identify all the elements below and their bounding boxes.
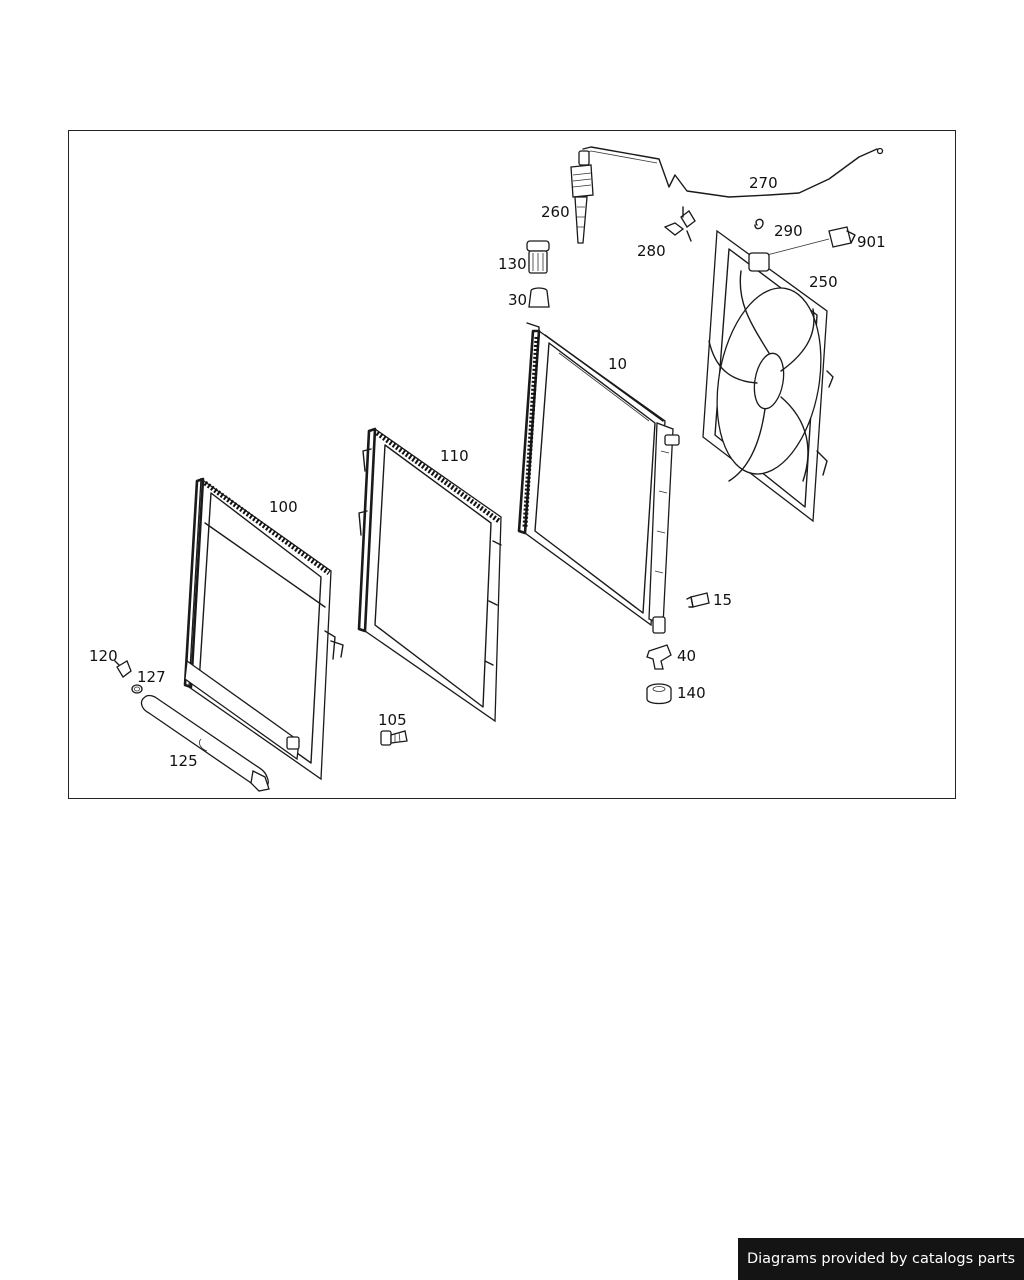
callout-40: 40: [677, 647, 696, 665]
part-125-drier: [140, 694, 270, 792]
part-30-sleeve: [528, 287, 550, 308]
callout-290: 290: [774, 222, 803, 240]
part-901-label: [766, 226, 856, 256]
credit-text: Diagrams provided by catalogs parts: [746, 1251, 1016, 1267]
callout-260: 260: [541, 203, 570, 221]
callout-127: 127: [137, 668, 166, 686]
callout-100: 100: [269, 498, 298, 516]
diagram-credit-banner: Diagrams provided by catalogs parts: [738, 1238, 1024, 1280]
part-130-cap: [526, 240, 550, 274]
part-10-radiator: [517, 322, 680, 634]
part-100-condenser: [183, 477, 344, 781]
exploded-parts-diagram: 270 260 290 901 280 130 250 30 10 110 10…: [89, 146, 886, 792]
part-290-clip: [754, 218, 764, 230]
callout-901: 901: [857, 233, 886, 251]
callout-15: 15: [713, 591, 732, 609]
parts-diagram-frame: 270 260 290 901 280 130 250 30 10 110 10…: [68, 130, 956, 799]
callout-270: 270: [749, 174, 778, 192]
part-280-connector: [663, 206, 696, 242]
part-140-grommet: [646, 683, 672, 705]
part-120-clip: [114, 660, 132, 678]
part-127-o-ring: [131, 684, 143, 694]
callout-125: 125: [169, 752, 198, 770]
part-110-frame: [357, 427, 502, 723]
part-40-bracket: [646, 644, 672, 670]
callout-280: 280: [637, 242, 666, 260]
callout-120: 120: [89, 647, 118, 665]
callout-105: 105: [378, 711, 407, 729]
callout-30: 30: [508, 291, 527, 309]
callout-10: 10: [608, 355, 627, 373]
callout-130: 130: [498, 255, 527, 273]
part-15-plug: [686, 592, 710, 608]
callout-250: 250: [809, 273, 838, 291]
callout-110: 110: [440, 447, 469, 465]
part-250-fan-shroud: [702, 229, 834, 523]
part-270-cable: [582, 146, 884, 198]
callout-140: 140: [677, 684, 706, 702]
part-260-sensor: [570, 150, 594, 244]
part-105-bolt: [380, 730, 408, 746]
